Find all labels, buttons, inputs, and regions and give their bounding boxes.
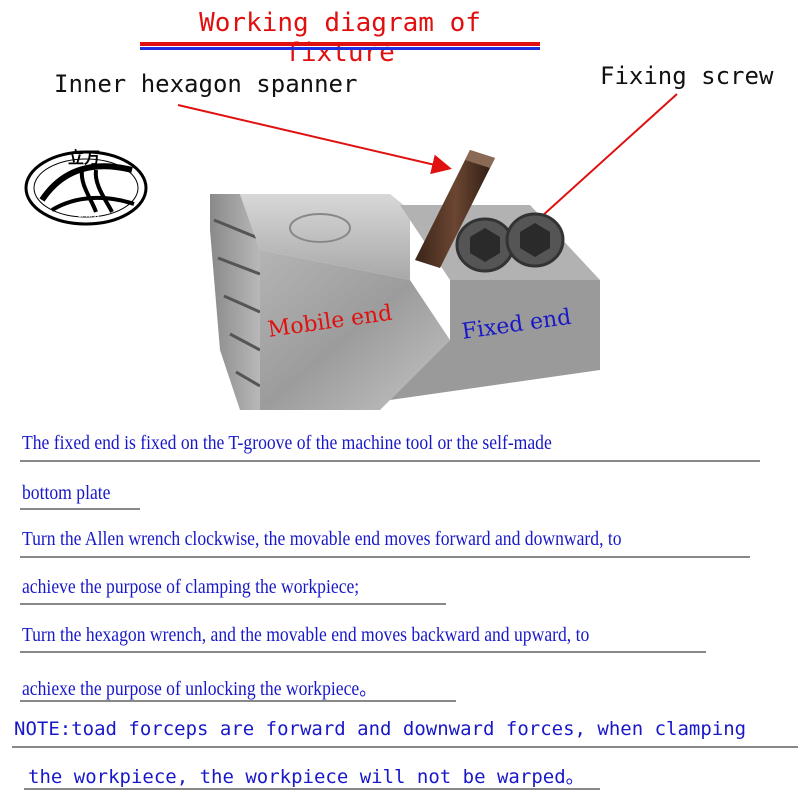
note-line-1: NOTE:toad forceps are forward and downwa… [14,718,747,740]
brand-logo: 立万 LI WAN [22,140,150,230]
description-rule-3 [20,556,750,558]
logo-chinese-text: 立万 [68,148,101,167]
description-rule-2 [20,508,140,510]
callout-spanner-label: Inner hexagon spanner [54,70,358,98]
screw-arrow [517,93,678,239]
fixture-photo: Mobile end Fixed end [200,150,610,410]
note-line-2: the workpiece, the workpiece will not be… [28,766,585,788]
note-rule-2 [24,788,600,790]
logo-latin-text: LI WAN [78,212,100,219]
description-line-3: Turn the Allen wrench clockwise, the mov… [22,528,622,550]
spanner-arrow [177,104,452,175]
description-line-2: bottom plate [22,482,111,504]
title-underline-blue [140,47,540,50]
description-line-6: achiexe the purpose of unlocking the wor… [22,678,377,700]
description-rule-4 [20,603,446,605]
description-line-4: achieve the purpose of clamping the work… [22,576,360,598]
callout-screw-label: Fixing screw [600,62,774,90]
description-line-1: The fixed end is fixed on the T-groove o… [22,432,552,454]
description-rule-6 [20,700,456,702]
title-underline-red [140,42,540,46]
description-line-5: Turn the hexagon wrench, and the movable… [22,624,590,646]
description-rule-5 [20,651,706,653]
description-rule-1 [20,460,760,462]
note-rule-1 [12,746,798,748]
